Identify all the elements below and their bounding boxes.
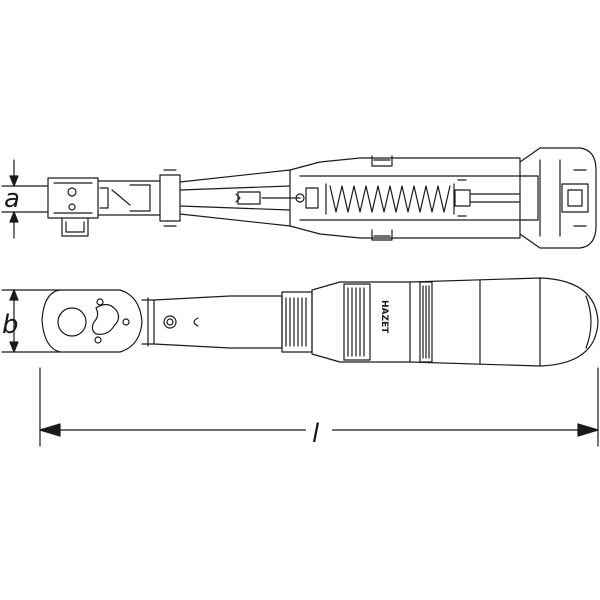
reversing-lever	[91, 303, 120, 335]
section-tube	[289, 157, 521, 239]
section-ratchet-head	[47, 177, 99, 219]
neck-screw	[163, 315, 177, 329]
section-neck	[97, 180, 161, 216]
square-drive	[61, 217, 89, 237]
ratchet-head	[41, 289, 143, 353]
dimension-b-label: b	[2, 310, 19, 340]
handle	[409, 277, 599, 367]
head-screw-bottom	[94, 336, 102, 344]
main-body	[311, 281, 411, 363]
section-handle-end	[519, 147, 597, 249]
head-screw-top	[96, 298, 104, 306]
section-collar	[159, 174, 181, 222]
dimension-b	[1, 289, 61, 353]
dimension-l-label: l	[312, 419, 320, 449]
section-spring	[325, 183, 455, 215]
head-screw-right	[122, 318, 130, 326]
drive-bore	[57, 307, 87, 337]
dimension-a-label: a	[4, 184, 20, 214]
scale-ring	[343, 283, 371, 361]
dimension-a	[1, 159, 49, 239]
brand-logo-text: HAZET	[379, 300, 389, 334]
side-view	[41, 277, 599, 367]
section-beam	[179, 169, 291, 227]
section-view	[47, 147, 597, 249]
